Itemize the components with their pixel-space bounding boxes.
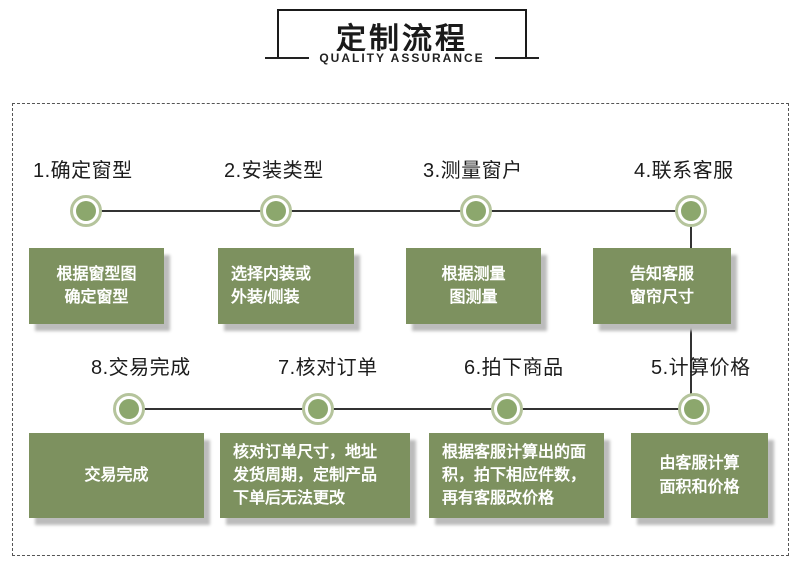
step-dot-icon [119, 399, 139, 419]
process-title-box: 定制流程 [277, 9, 527, 58]
divider-line-left [265, 57, 310, 59]
divider-line-right [494, 57, 539, 59]
flow-diagram-board: 1.确定窗型 2.安装类型 3.测量窗户 4.联系客服 5.计算价格 6.拍下商… [12, 103, 789, 556]
step-box-2: 选择内装或 外装/侧装 [218, 248, 354, 324]
step-label-7: 7.核对订单 [278, 357, 378, 379]
step-box-4-line1: 告知客服 [629, 265, 694, 283]
step-label-3: 3.测量窗户 [423, 160, 523, 182]
step-label-2: 2.安装类型 [224, 160, 324, 182]
step-box-8: 交易完成 [29, 433, 204, 518]
step-box-2-line2: 外装/侧装 [231, 289, 300, 306]
step-box-7: 核对订单尺寸，地址 发货周期，定制产品 下单后无法更改 [220, 433, 410, 518]
step-node-5 [678, 393, 710, 425]
step-box-7-line3: 下单后无法更改 [233, 490, 346, 508]
step-node-3 [460, 195, 492, 227]
step-dot-icon [266, 201, 286, 221]
step-box-5-line1: 由客服计算 [659, 455, 740, 473]
connector-line-row1 [86, 210, 691, 212]
step-node-4 [675, 195, 707, 227]
step-dot-icon [76, 201, 96, 221]
step-label-1: 1.确定窗型 [33, 160, 133, 182]
step-label-8: 8.交易完成 [91, 357, 191, 379]
step-dot-icon [681, 201, 701, 221]
step-node-7 [302, 393, 334, 425]
step-box-6-line2: 积，拍下相应件数， [442, 466, 587, 484]
step-dot-icon [466, 201, 486, 221]
step-box-2-line1: 选择内装或 [231, 265, 312, 283]
step-box-4-line2: 窗帘尺寸 [629, 289, 694, 306]
step-node-1 [70, 195, 102, 227]
step-node-6 [491, 393, 523, 425]
step-box-6-line3: 再有客服改价格 [442, 490, 555, 508]
step-box-1-line2: 确定窗型 [64, 289, 129, 306]
step-box-5-line2: 面积和价格 [659, 478, 740, 496]
step-box-5: 由客服计算 面积和价格 [631, 433, 768, 518]
step-box-1-line1: 根据窗型图 [56, 265, 137, 283]
connector-line-row2 [129, 408, 694, 410]
step-box-3: 根据测量 图测量 [406, 248, 541, 324]
step-dot-icon [684, 399, 704, 419]
page-title: 定制流程 [336, 22, 468, 56]
step-label-5: 5.计算价格 [651, 357, 751, 379]
step-box-4: 告知客服 窗帘尺寸 [593, 248, 731, 324]
step-box-3-line2: 图测量 [449, 289, 498, 306]
step-node-2 [260, 195, 292, 227]
step-box-7-line1: 核对订单尺寸，地址 [233, 443, 378, 461]
step-dot-icon [308, 399, 328, 419]
step-label-6: 6.拍下商品 [464, 357, 564, 379]
step-dot-icon [497, 399, 517, 419]
step-box-8-line1: 交易完成 [84, 466, 149, 484]
quality-assurance-label: QUALITY ASSURANCE [317, 51, 487, 65]
quality-assurance-row: QUALITY ASSURANCE [265, 51, 539, 65]
step-box-6: 根据客服计算出的面 积，拍下相应件数， 再有客服改价格 [429, 433, 604, 518]
step-box-1: 根据窗型图 确定窗型 [29, 248, 164, 324]
step-box-3-line1: 根据测量 [441, 265, 506, 283]
step-box-7-line2: 发货周期，定制产品 [233, 466, 378, 484]
step-node-8 [113, 393, 145, 425]
step-label-4: 4.联系客服 [634, 160, 734, 182]
step-box-6-line1: 根据客服计算出的面 [442, 443, 587, 461]
